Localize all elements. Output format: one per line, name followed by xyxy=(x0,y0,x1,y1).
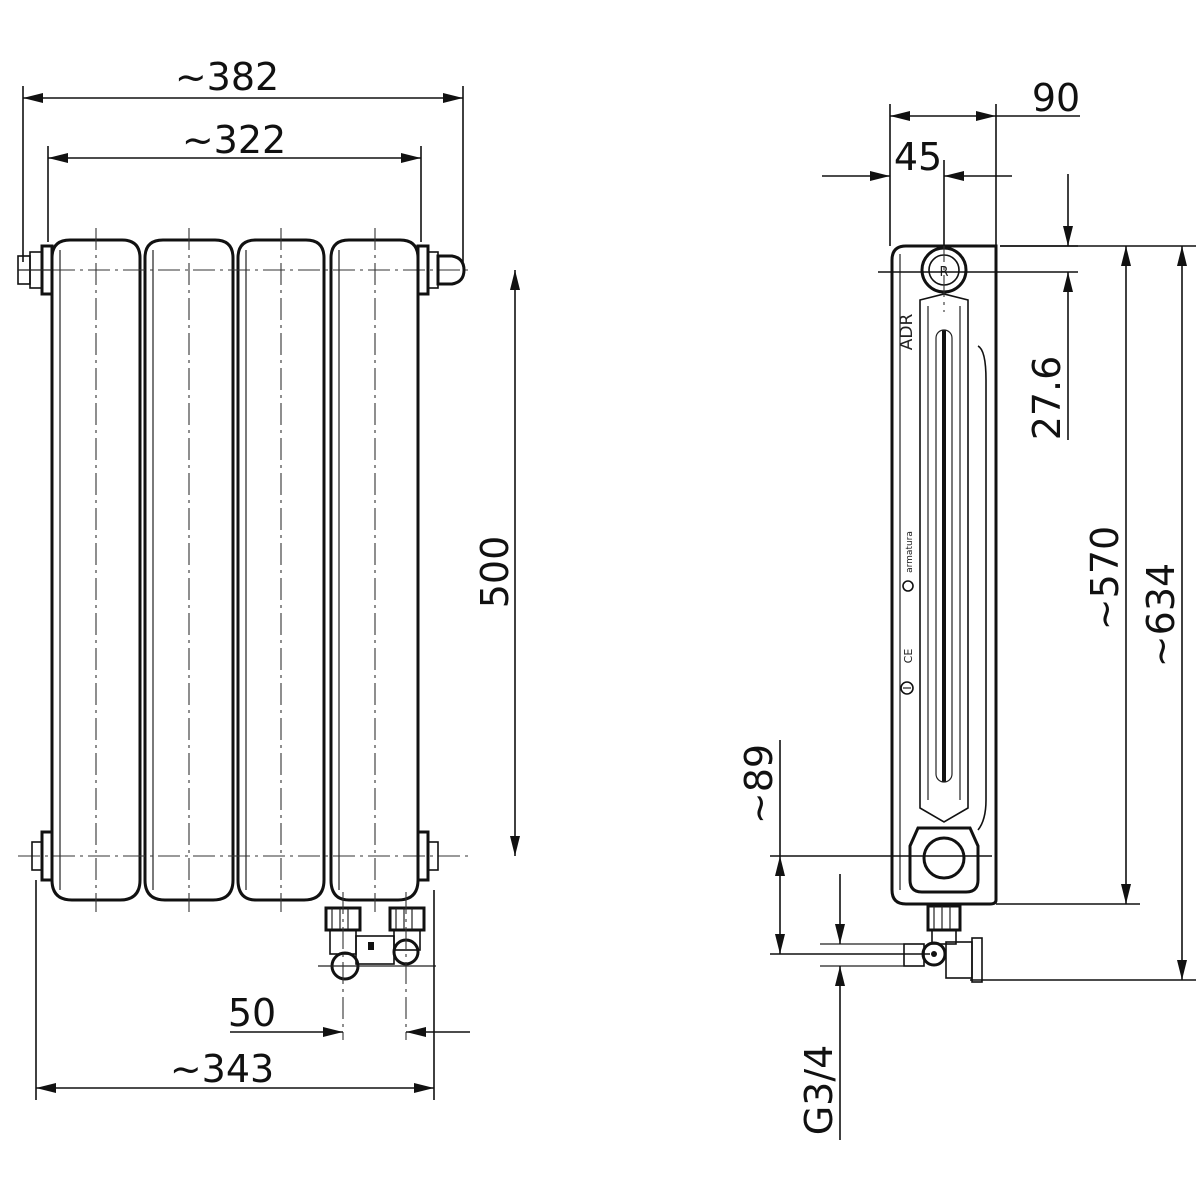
bottom-valve-front xyxy=(318,892,436,1040)
dim-thread: G3/4 xyxy=(797,874,845,1140)
dim-label-depth: 90 xyxy=(1032,76,1080,120)
section-1 xyxy=(50,238,142,902)
dim-label-section-width: ~322 xyxy=(182,118,286,162)
bottom-valve-side xyxy=(820,903,1196,983)
dim-label-height-body: ~570 xyxy=(1083,526,1127,630)
dim-label-thread: G3/4 xyxy=(797,1045,841,1136)
side-view: R ADR armatura CE xyxy=(737,76,1196,1140)
dim-label-height-total: ~634 xyxy=(1139,563,1183,667)
dim-label-overall-width: ~382 xyxy=(175,55,279,99)
dim-label-axis-depth: 45 xyxy=(894,135,942,179)
bottom-left-plug xyxy=(31,830,54,882)
air-vent-plug xyxy=(17,244,54,296)
side-body: R ADR armatura CE xyxy=(770,240,1078,906)
dim-bottom-offset: ~89 xyxy=(737,740,930,955)
dim-lower-width: ~343 xyxy=(35,880,435,1100)
bottom-right-plug xyxy=(416,830,439,882)
maker-mark: armatura xyxy=(905,531,915,573)
dim-height-total: ~634 xyxy=(1000,245,1196,980)
ce-mark: CE xyxy=(902,649,915,664)
dim-label-axis-distance: 500 xyxy=(473,536,517,609)
dim-overall-width: ~382 xyxy=(22,55,464,262)
dim-axis-depth: 45 xyxy=(822,135,1012,246)
dim-axis-distance: 500 xyxy=(473,270,520,856)
dim-label-connection-spacing: 50 xyxy=(228,991,276,1035)
dim-label-bottom-offset: ~89 xyxy=(737,744,781,824)
dim-connection-spacing: 50 xyxy=(228,991,470,1037)
dim-depth: 90 xyxy=(889,76,1080,246)
radiator-sections xyxy=(18,228,470,912)
brand-mark: ADR xyxy=(897,314,917,351)
dim-label-lower-width: ~343 xyxy=(170,1047,274,1091)
dim-section-width: ~322 xyxy=(47,118,422,242)
section-3 xyxy=(236,238,326,902)
dim-height-body: ~570 xyxy=(1083,246,1131,904)
top-right-plug xyxy=(416,244,466,296)
plugs xyxy=(17,244,466,882)
front-view: ~382 ~322 500 50 ~343 xyxy=(17,55,520,1100)
section-2 xyxy=(143,238,235,902)
dim-top-offset: 27.6 xyxy=(1000,174,1078,440)
dim-label-top-offset: 27.6 xyxy=(1025,356,1069,441)
